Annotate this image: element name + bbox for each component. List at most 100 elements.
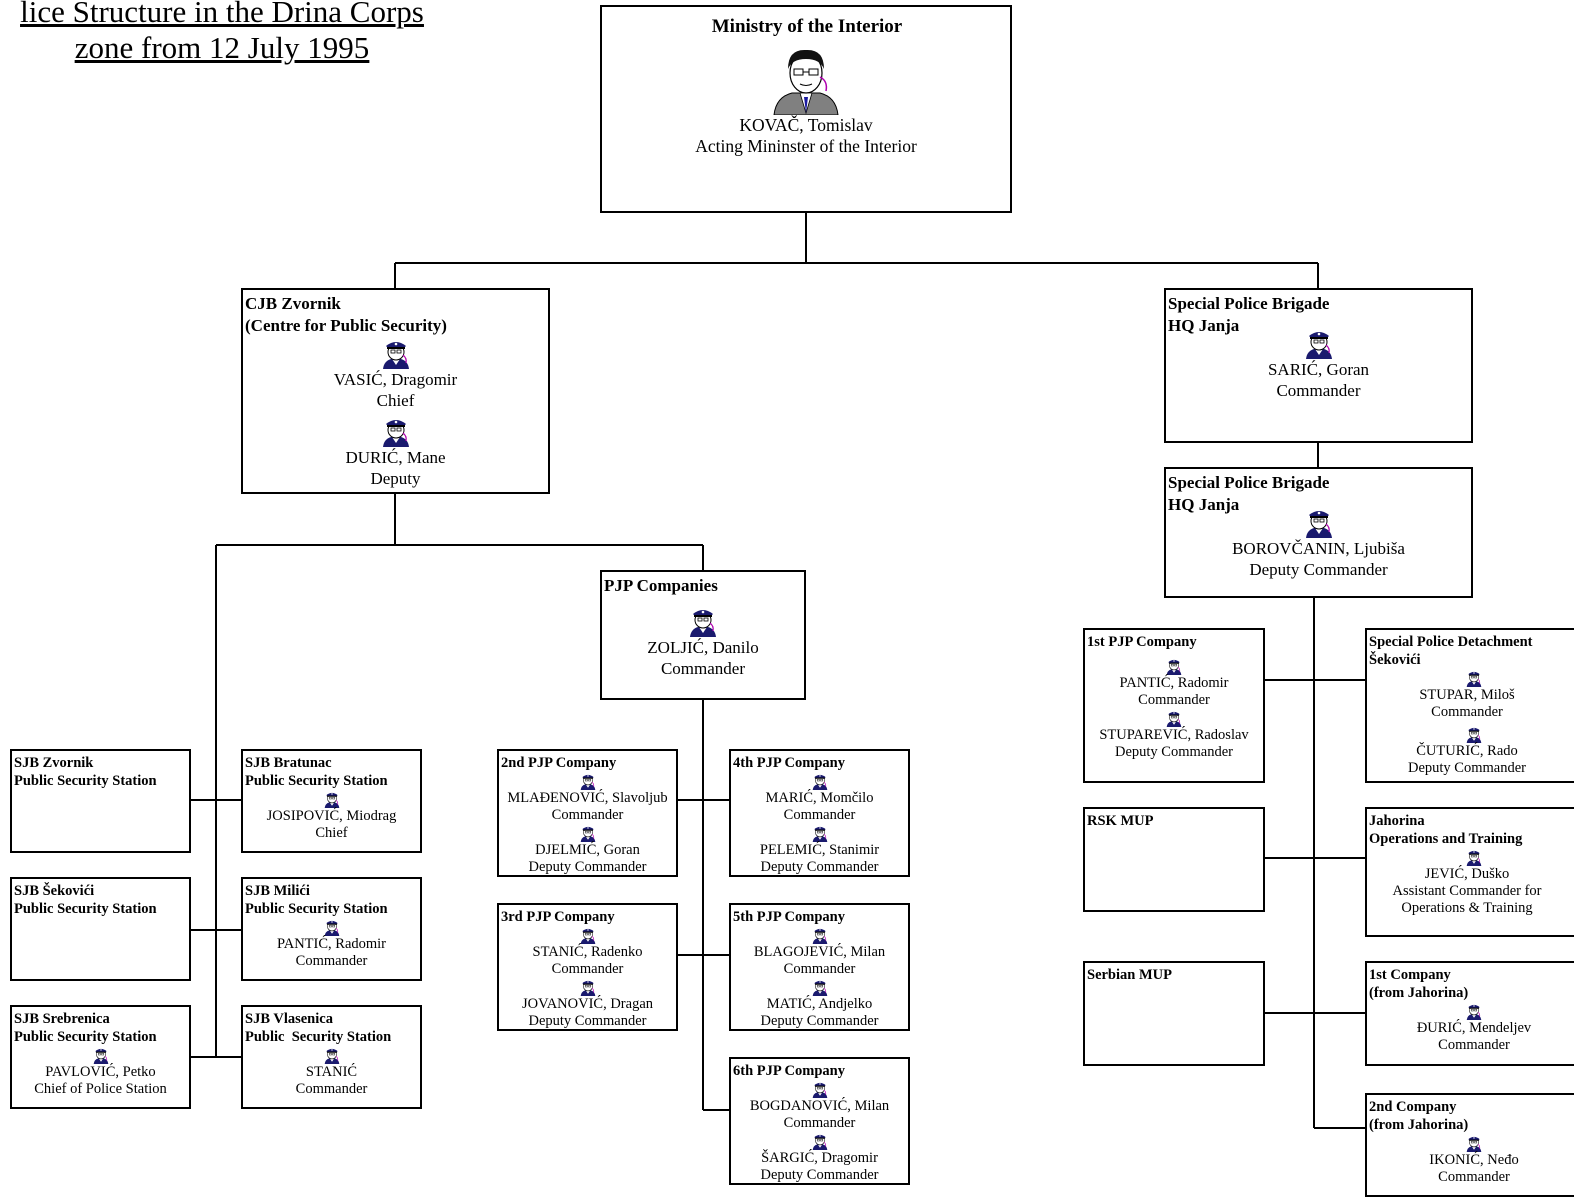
pjp4-commander-name: MARIĆ, Momčilo [765, 790, 874, 806]
police-officer-icon [1466, 1136, 1482, 1152]
cjb-deputy-role: Deputy [370, 469, 421, 488]
pjp3-commander-name: STANIĆ, Radenko [532, 944, 643, 960]
pjp-heading: PJP Companies [604, 576, 718, 595]
minister-heading: Ministry of the Interior [711, 16, 903, 37]
pjp-5th-company-box: 5th PJP Company BLAGOJEVIĆ, Milan Comman… [729, 903, 910, 1031]
police-officer-icon [812, 774, 827, 790]
pjp2-deputy-role: Deputy Commander [528, 859, 647, 875]
police-officer-icon [1466, 850, 1482, 866]
co1-heading: 1st Company (from Jahorina) [1369, 967, 1469, 1001]
cjb-chief-role: Chief [376, 391, 415, 410]
pjp6-deputy-name: ŠARGIĆ, Dragomir [761, 1150, 878, 1166]
pjp3-deputy-role: Deputy Commander [528, 1013, 647, 1029]
jahorina-operations-box: Jahorina Operations and Training JEVIĆ, … [1365, 807, 1574, 937]
pjp-name: ZOLJIĆ, Danilo [647, 638, 759, 657]
minister-role: Acting Mininster of the Interior [695, 136, 917, 156]
sjb-vlasenica-heading: SJB Vlasenica Public Security Station [245, 1011, 392, 1045]
police-officer-icon [812, 826, 827, 842]
spb1-role: Commander [1276, 381, 1361, 400]
sjb-srebrenica-box: SJB Srebrenica Public Security Station P… [10, 1005, 191, 1109]
cjb-heading: CJB Zvornik (Centre for Public Security) [245, 294, 447, 335]
police-officer-icon [1466, 727, 1482, 743]
pjp1st-deputy-role: Deputy Commander [1115, 744, 1233, 760]
pjp-2nd-company-box: 2nd PJP Company MLAĐENOVIĆ, Slavoljub Co… [497, 749, 678, 877]
special-police-detachment-box: Special Police Detachment Šekovići STUPA… [1365, 628, 1574, 783]
police-officer-icon [382, 420, 409, 447]
pjp5-commander-role: Commander [783, 961, 856, 977]
pjp2-heading: 2nd PJP Company [501, 755, 617, 771]
civilian-portrait-icon [773, 49, 839, 115]
sjb-milici-role: Commander [295, 953, 368, 969]
pjp3-commander-role: Commander [551, 961, 624, 977]
police-officer-icon [1166, 659, 1182, 675]
chart-title: lice Structure in the Drina Corps zone f… [0, 0, 472, 66]
police-officer-icon [812, 1082, 827, 1098]
sjb-bratunac-box: SJB Bratunac Public Security Station JOS… [241, 749, 422, 853]
special-police-brigade-deputy-box: Special Police Brigade HQ Janja BOROVČAN… [1164, 467, 1473, 598]
pjp6-commander-name: BOGDANOVIĆ, Milan [749, 1098, 890, 1114]
sjb-zvornik-heading: SJB Zvornik Public Security Station [14, 755, 157, 789]
rsk-mup-box: RSK MUP [1083, 807, 1265, 912]
police-officer-icon [580, 928, 595, 944]
sjb-milici-name: PANTIĆ, Radomir [276, 936, 387, 952]
pjp3-deputy-name: JOVANOVIĆ, Dragan [521, 996, 654, 1012]
sjb-vlasenica-name: STANIĆ [305, 1064, 358, 1080]
pjp1st-commander-name: PANTIĆ, Radomir [1119, 675, 1229, 691]
pjp4-deputy-name: PELEMIĆ, Stanimir [759, 842, 880, 858]
sjb-sekovici-box: SJB Šekovići Public Security Station [10, 877, 191, 981]
jahorina-heading: Jahorina Operations and Training [1369, 813, 1523, 847]
co2-name: IKONIĆ, Neđo [1429, 1152, 1519, 1168]
pjp6-deputy-role: Deputy Commander [760, 1167, 879, 1183]
police-officer-icon [690, 610, 716, 637]
sjb-vlasenica-box: SJB Vlasenica Public Security Station ST… [241, 1005, 422, 1109]
cjb-deputy-name: DURIĆ, Mane [345, 448, 446, 467]
pjp4-heading: 4th PJP Company [733, 755, 845, 771]
pjp5-deputy-role: Deputy Commander [760, 1013, 879, 1029]
sjb-milici-box: SJB Milići Public Security Station PANTI… [241, 877, 422, 981]
spb2-heading: Special Police Brigade HQ Janja [1168, 473, 1330, 514]
co2-heading: 2nd Company (from Jahorina) [1369, 1099, 1469, 1133]
spd-deputy-role: Deputy Commander [1408, 760, 1526, 776]
pjp-companies-box: PJP Companies ZOLJIĆ, Danilo Commander [600, 570, 806, 700]
police-officer-icon [812, 1134, 827, 1150]
police-officer-icon [382, 342, 409, 369]
sjb-srebrenica-role: Chief of Police Station [34, 1081, 167, 1097]
sjb-srebrenica-name: PAVLOVIĆ, Petko [45, 1064, 156, 1080]
police-officer-icon [580, 774, 595, 790]
spd-heading: Special Police Detachment Šekovići [1369, 634, 1533, 668]
police-officer-icon [1305, 332, 1332, 359]
sjb-bratunac-role: Chief [315, 825, 348, 841]
2nd-company-jahorina-box: 2nd Company (from Jahorina) IKONIĆ, Neđo… [1365, 1093, 1574, 1197]
cjb-zvornik-box: CJB Zvornik (Centre for Public Security)… [241, 288, 550, 494]
pjp3-heading: 3rd PJP Company [501, 909, 615, 925]
pjp4-commander-role: Commander [783, 807, 856, 823]
serbian-heading: Serbian MUP [1087, 967, 1172, 983]
spd-deputy-name: ČUTURIĆ, Rado [1416, 743, 1518, 759]
pjp2-deputy-name: DJELMIĆ, Goran [535, 842, 640, 858]
pjp4-deputy-role: Deputy Commander [760, 859, 879, 875]
minister-box: Ministry of the Interior KOVAČ, Tomislav… [600, 5, 1012, 213]
pjp-4th-company-box: 4th PJP Company MARIĆ, Momčilo Commander… [729, 749, 910, 877]
pjp2-commander-role: Commander [551, 807, 624, 823]
spd-commander-name: STUPAR, Miloš [1419, 687, 1515, 703]
rsk-heading: RSK MUP [1087, 813, 1154, 829]
spb1-heading: Special Police Brigade HQ Janja [1168, 294, 1330, 335]
pjp1st-commander-role: Commander [1138, 692, 1210, 708]
co1-role: Commander [1438, 1037, 1510, 1053]
jahorina-role-1: Assistant Commander for [1392, 883, 1542, 899]
special-police-brigade-commander-box: Special Police Brigade HQ Janja SARIĆ, G… [1164, 288, 1473, 443]
police-officer-icon [580, 980, 595, 996]
pjp-1st-company-box: 1st PJP Company PANTIĆ, Radomir Commande… [1083, 628, 1265, 783]
minister-name: KOVAČ, Tomislav [739, 115, 873, 135]
police-officer-icon [580, 826, 595, 842]
1st-company-jahorina-box: 1st Company (from Jahorina) ĐURIĆ, Mende… [1365, 961, 1574, 1066]
pjp6-commander-role: Commander [783, 1115, 856, 1131]
pjp2-commander-name: MLAĐENOVIĆ, Slavoljub [507, 790, 668, 806]
sjb-bratunac-name: JOSIPOVIĆ, Miodrag [266, 808, 397, 824]
pjp5-deputy-name: MATIĆ, Andjelko [766, 996, 873, 1012]
co1-name: ĐURIĆ, Mendeljev [1416, 1020, 1532, 1036]
police-officer-icon [812, 928, 827, 944]
police-officer-icon [812, 980, 827, 996]
police-officer-icon [324, 792, 339, 808]
